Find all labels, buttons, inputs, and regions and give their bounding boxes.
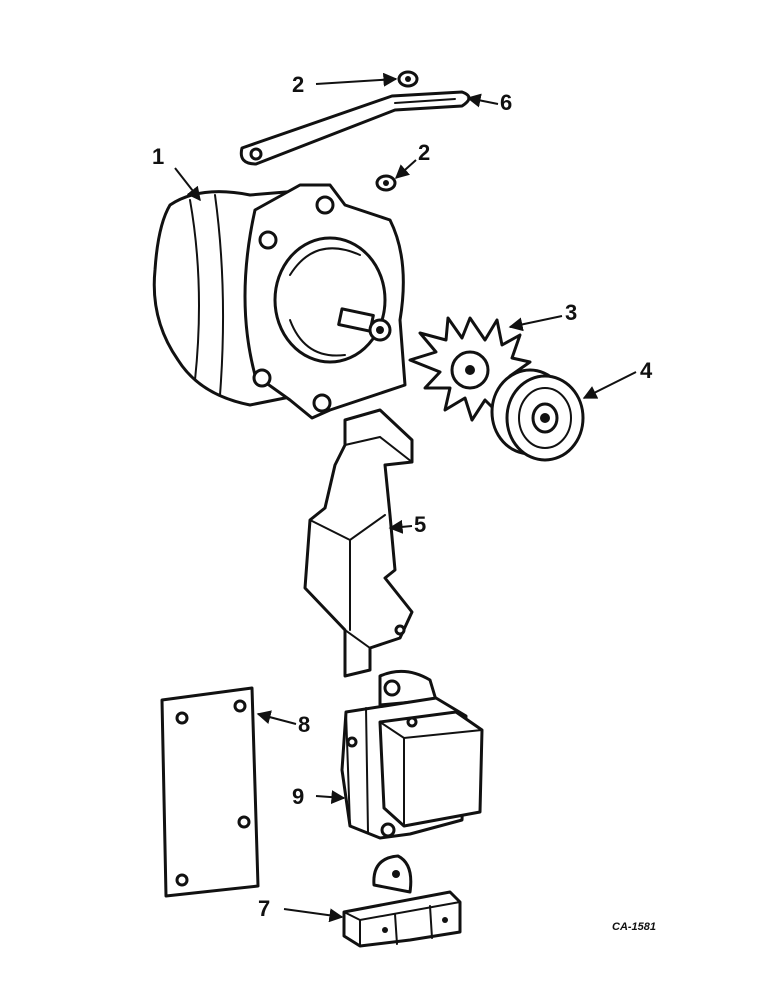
adjusting-strap <box>239 90 471 166</box>
nut-upper <box>397 70 419 88</box>
leader-lines <box>174 72 637 923</box>
callout-7: 7 <box>258 896 270 921</box>
callout-5: 5 <box>414 512 426 537</box>
bracket <box>303 408 414 678</box>
pulley <box>490 368 585 462</box>
callout-3: 3 <box>565 300 577 325</box>
callout-2-lower: 2 <box>418 140 430 165</box>
callout-9: 9 <box>292 784 304 809</box>
voltage-regulator <box>340 669 484 840</box>
callout-6: 6 <box>500 90 512 115</box>
nut-lower <box>375 174 397 192</box>
drawing-code: CA-1581 <box>612 921 656 933</box>
callout-4: 4 <box>640 358 653 383</box>
alternator <box>152 183 407 420</box>
mounting-plate <box>160 686 260 898</box>
callout-1: 1 <box>152 144 164 169</box>
terminal-block <box>342 854 462 948</box>
callout-8: 8 <box>298 712 310 737</box>
callout-2-upper: 2 <box>292 72 304 97</box>
